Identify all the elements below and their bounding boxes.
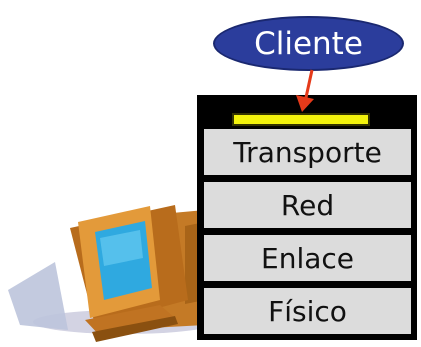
layer-red: Red (204, 182, 411, 228)
layer-transporte: Transporte (204, 129, 411, 175)
layer-enlace: Enlace (204, 235, 411, 281)
layer-fisico: Físico (204, 288, 411, 334)
cliente-bubble: Cliente (213, 16, 404, 71)
socket-interface (232, 113, 370, 126)
cliente-label: Cliente (254, 25, 363, 62)
